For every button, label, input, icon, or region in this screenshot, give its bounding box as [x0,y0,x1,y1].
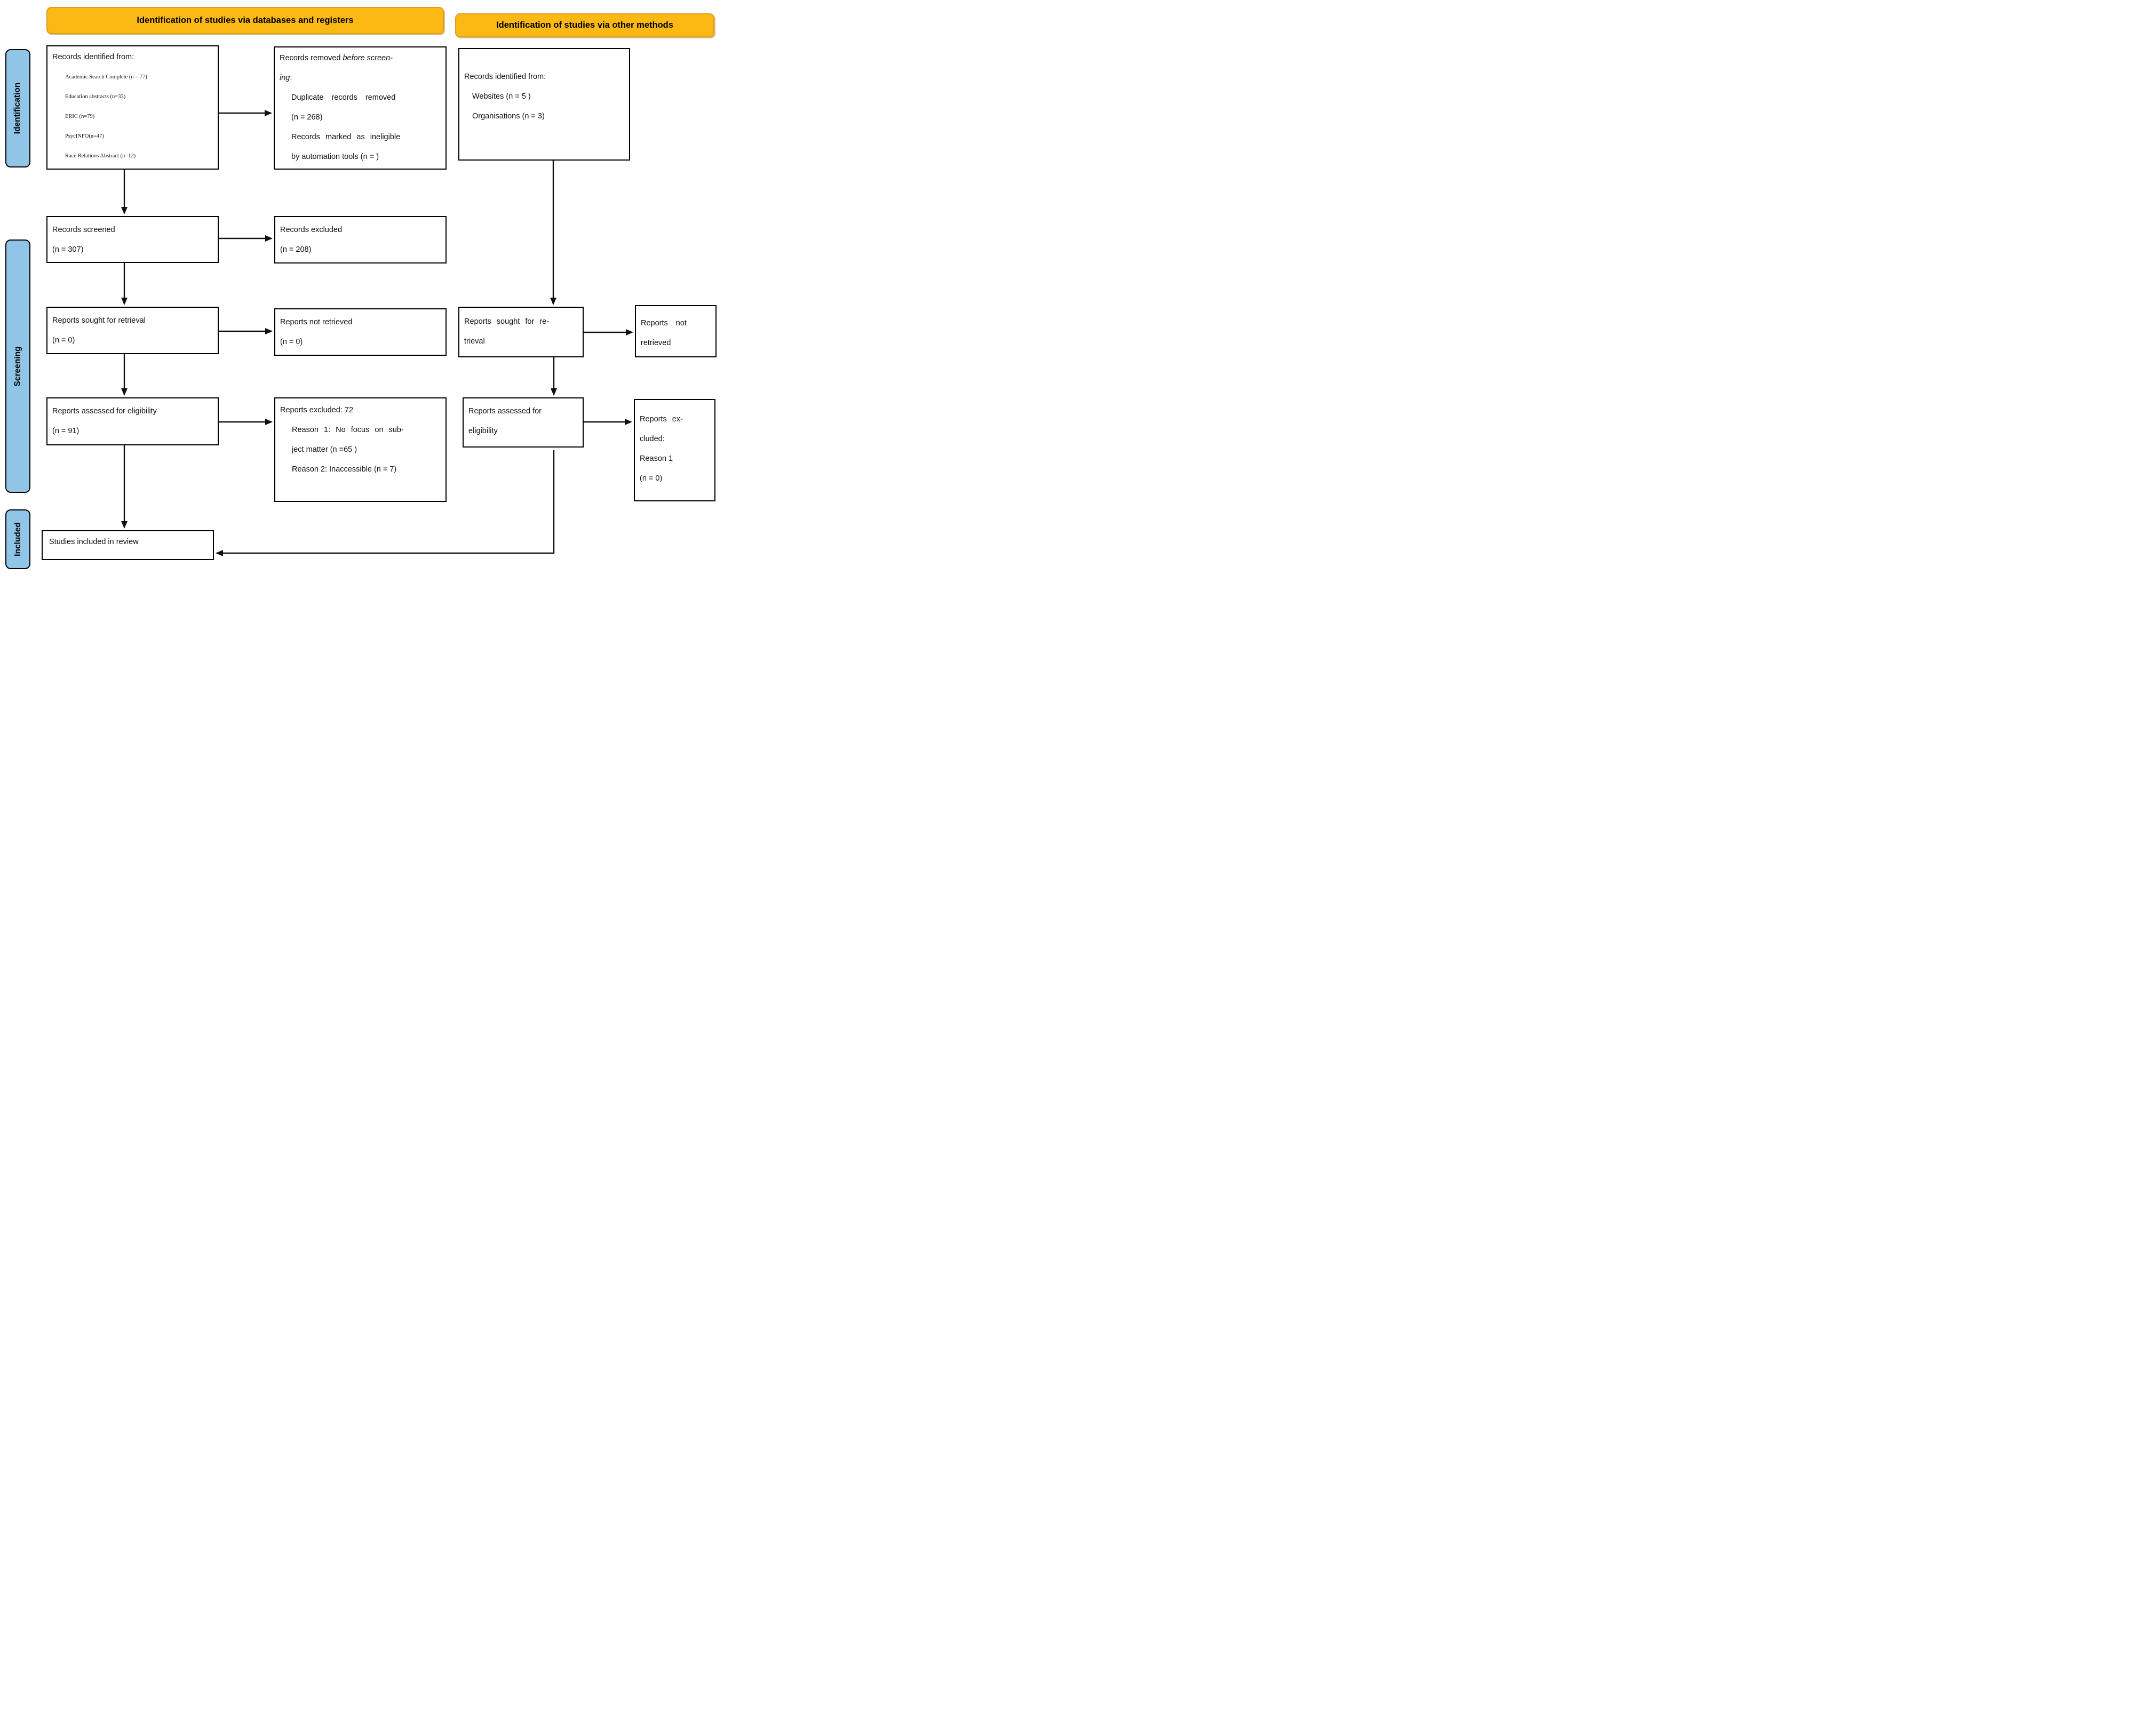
reports-excluded-title: Reports excluded: 72 [280,406,354,414]
box-reports-assessed-other: Reports assessed for eligibility [463,397,584,448]
box-records-removed-before-screening: Records removed before screen- ing: Dupl… [274,46,447,170]
stage-screening-label: Screening [13,346,22,386]
stage-identification-label: Identification [13,82,22,134]
database-item: Education abstracts (n=33) [65,94,126,100]
other-source-item: Organisations (n = 3) [472,112,545,121]
records-identified-other-title: Records identified from: [464,73,546,81]
box-records-excluded: Records excluded (n = 208) [274,216,447,263]
banner-databases-label: Identification of studies via databases … [137,15,354,25]
records-removed-title-line1: Records removed before screen- [280,54,393,62]
records-removed-line: Records marked as ineligible [291,133,401,141]
records-removed-line: Duplicate records removed [291,93,396,102]
exclusion-reason-line: ject matter (n =65 ) [292,445,357,454]
stage-screening: Screening [5,239,30,493]
stage-identification: Identification [5,49,30,167]
database-list: Academic Search Complete (n = 77) Educat… [65,67,212,166]
box-reports-sought-other: Reports sought for re- trieval [458,307,584,357]
records-removed-line: by automation tools (n = ) [291,153,379,161]
other-source-item: Websites (n = 5 ) [472,92,531,101]
stage-included-label: Included [13,522,22,556]
box-studies-included: Studies included in review [42,530,214,560]
box-records-identified-databases: Records identified from: Academic Search… [46,45,219,170]
box-reports-not-retrieved-other: Reports not retrieved [635,305,717,357]
records-removed-line: (n = 268) [291,113,323,122]
box-reports-not-retrieved-databases: Reports not retrieved (n = 0) [274,308,447,356]
records-removed-details: Duplicate records removed (n = 268) Reco… [291,88,440,167]
other-sources-list: Websites (n = 5 ) Organisations (n = 3) [472,87,624,126]
prisma-flow-diagram: Identification of studies via databases … [0,0,719,572]
banner-other-label: Identification of studies via other meth… [496,20,673,30]
box-records-identified-other: Records identified from: Websites (n = 5… [458,48,630,161]
records-identified-title: Records identified from: [52,53,134,61]
banner-other-methods: Identification of studies via other meth… [455,13,714,37]
database-item: PsycINFO(n=47) [65,133,105,139]
exclusion-reason-line: Reason 1: No focus on sub- [292,426,404,434]
database-item: Race Relations Abstract (n=12) [65,153,136,159]
database-item: Academic Search Complete (n = 77) [65,74,147,80]
box-reports-excluded-databases: Reports excluded: 72 Reason 1: No focus … [274,397,447,502]
database-item: ERIC (n=79) [65,114,95,119]
box-reports-excluded-other: Reports ex- cluded: Reason 1 (n = 0) [634,399,715,501]
box-reports-sought-databases: Reports sought for retrieval (n = 0) [46,307,219,354]
banner-databases-registers: Identification of studies via databases … [46,7,444,34]
box-reports-assessed-databases: Reports assessed for eligibility (n = 91… [46,397,219,445]
exclusion-reason-line: Reason 2: Inaccessible (n = 7) [292,465,397,474]
exclusion-reasons: Reason 1: No focus on sub- ject matter (… [292,420,440,480]
records-removed-title-line2: ing: [280,74,292,82]
stage-included: Included [5,509,30,569]
box-records-screened: Records screened (n = 307) [46,216,219,263]
